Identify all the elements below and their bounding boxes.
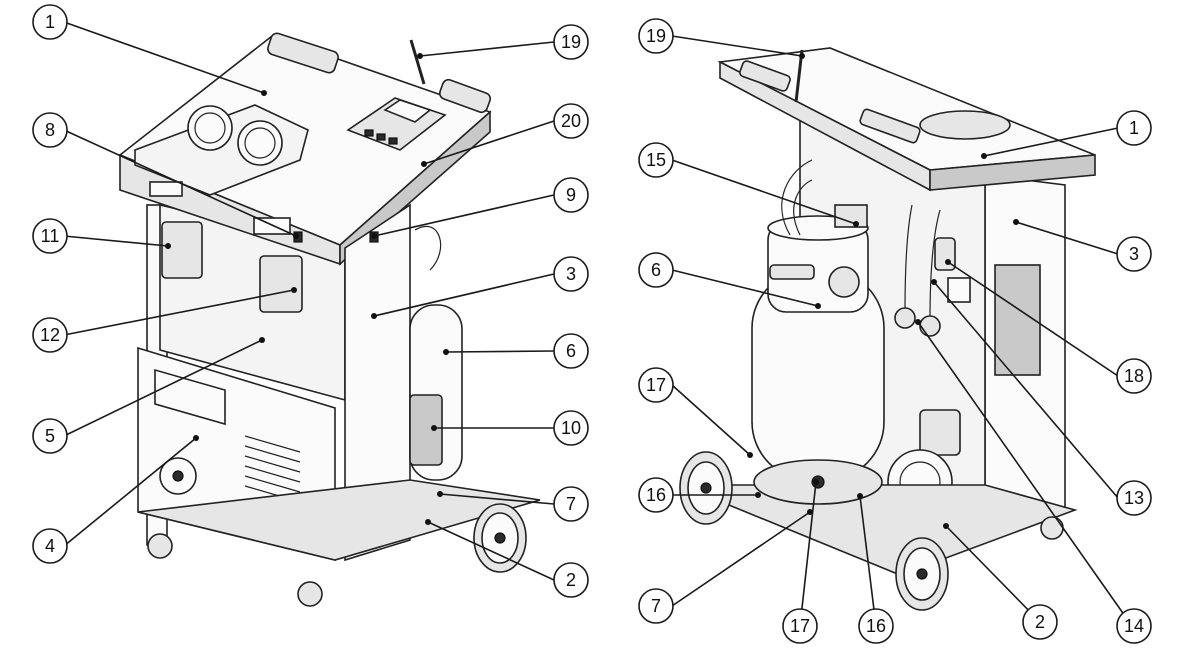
callout-r3-label: 3 [1129,244,1139,264]
lid-recess [919,110,1011,140]
right-callouts: 19 1 15 3 6 18 17 13 16 7 17 16 2 14 [638,18,1152,644]
callout-2-label: 2 [566,570,576,590]
callout-r6-label: 6 [651,260,661,280]
callout-r14: 14 [1116,608,1152,644]
key [364,129,374,137]
callout-19-label: 19 [561,32,581,52]
callout-r18-label: 18 [1124,366,1144,386]
callout-r6: 6 [638,252,674,288]
callout-r17b: 17 [782,608,818,644]
vacuum-pump-body [919,409,961,456]
base-plate [137,479,541,561]
hose-rear [781,159,813,236]
callout-r2-label: 2 [1035,612,1045,632]
lid-handle [739,60,791,92]
callout-11-label: 11 [41,226,60,246]
callout-1-label: 1 [45,12,55,32]
left-machine-illustration [118,32,541,607]
callout-5-label: 5 [45,426,55,446]
caster-front-right [297,581,323,607]
hose-connector [894,307,916,329]
callout-19: 19 [553,24,589,60]
callout-r13-label: 13 [1124,488,1144,508]
lid-side-rear [929,154,1096,191]
callout-11: 11 [32,218,68,254]
callout-r13: 13 [1116,480,1152,516]
callout-4-label: 4 [45,536,55,556]
callout-r18: 18 [1116,358,1152,394]
callout-r16a-label: 16 [646,485,666,505]
callout-12-label: 12 [40,325,60,345]
callout-12: 12 [32,317,68,353]
filter-canister-11 [161,221,203,279]
callout-r1: 1 [1116,110,1152,146]
callout-6-label: 6 [566,341,576,361]
top-handle-left [267,32,339,74]
callout-r7: 7 [638,588,674,624]
rear-hose [904,204,913,311]
lid-top-rear [717,47,1096,171]
side-panel [344,203,411,562]
callout-9: 9 [553,177,589,213]
oil-bottle-10 [409,394,443,466]
hook-plate [947,277,971,303]
collar-hole [828,266,860,298]
callout-6: 6 [553,333,589,369]
callout-r3: 3 [1116,236,1152,272]
callout-10-label: 10 [561,418,581,438]
rear-caster [1040,516,1064,540]
callout-10: 10 [553,410,589,446]
front-label [149,181,183,197]
callout-4: 4 [32,528,68,564]
top-handle-right [438,78,492,114]
callout-r15-label: 15 [646,150,666,170]
callout-r17b-label: 17 [790,616,810,636]
right-leader-lines [671,35,1133,627]
callout-r17a-label: 17 [646,375,666,395]
caster-front-left [147,533,173,559]
callout-r16b-label: 16 [866,616,886,636]
callout-r19-label: 19 [646,26,666,46]
callout-2: 2 [553,562,589,598]
hose-rear [793,179,813,236]
callout-r19: 19 [638,18,674,54]
callout-7: 7 [553,486,589,522]
callout-r17a: 17 [638,367,674,403]
callout-9-label: 9 [566,185,576,205]
callout-20-label: 20 [561,111,581,131]
collar-slot [769,264,815,280]
left-leader-lines [63,21,555,581]
callout-r2: 2 [1022,604,1058,640]
antenna [409,39,426,85]
rear-vent-grille [994,264,1041,376]
callout-r7-label: 7 [651,596,661,616]
display-screen [383,99,432,123]
key [376,133,386,141]
tank-hose [414,225,442,271]
callout-7-label: 7 [566,494,576,514]
callout-r14-label: 14 [1124,616,1144,636]
callout-3: 3 [553,256,589,292]
callout-r16b: 16 [858,608,894,644]
callout-20: 20 [553,103,589,139]
callout-1: 1 [32,4,68,40]
bracket-15 [834,204,868,228]
callout-5: 5 [32,418,68,454]
rear-hose [929,209,941,321]
callout-r1-label: 1 [1129,118,1139,138]
rear-base-plate [679,484,1078,576]
key [388,137,398,145]
filter-canister-12 [259,255,303,313]
callout-r16a: 16 [638,477,674,513]
callout-8-label: 8 [45,120,55,140]
callout-8: 8 [32,112,68,148]
lid-handle [859,108,921,144]
left-callouts: 1 19 8 20 9 11 3 12 6 5 10 7 4 2 [32,4,589,598]
callout-3-label: 3 [566,264,576,284]
callout-r15: 15 [638,142,674,178]
right-machine-illustration [679,47,1096,611]
hose-connector [919,315,941,337]
